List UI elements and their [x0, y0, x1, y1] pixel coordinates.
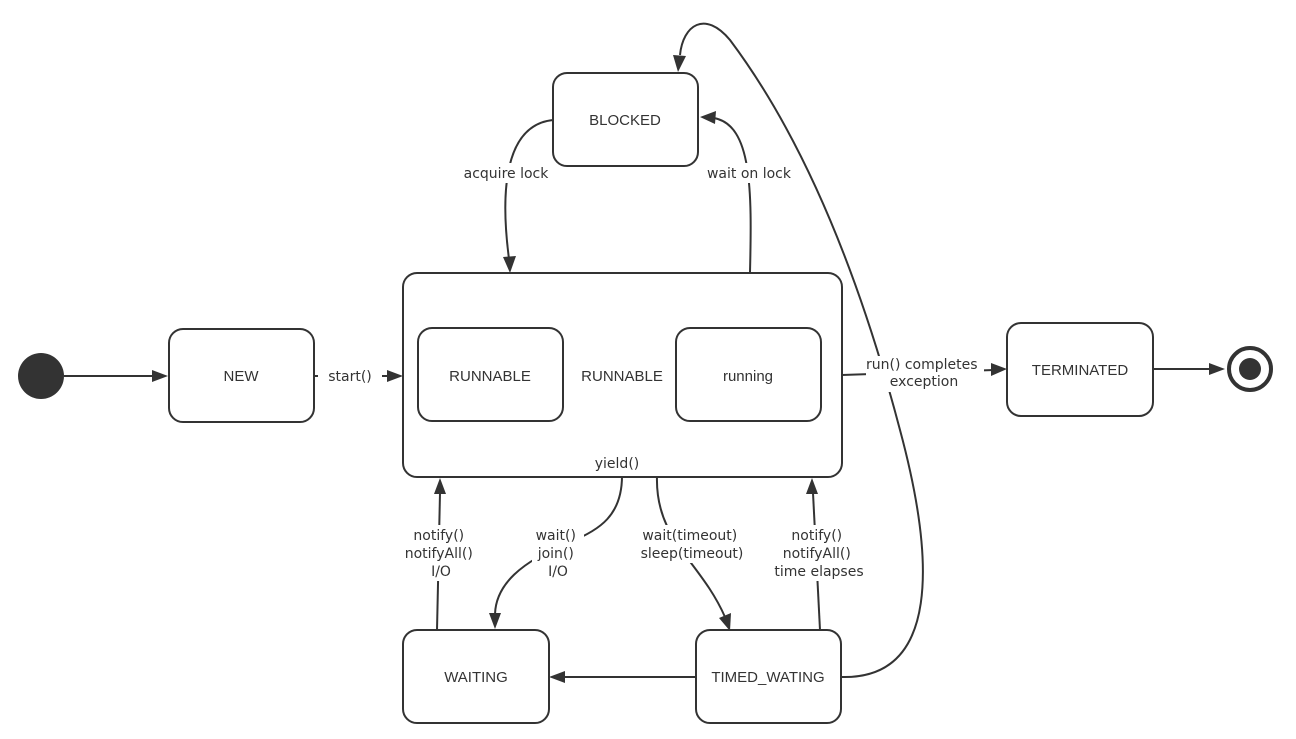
state-runnable-inner: RUNNABLE [417, 327, 564, 422]
state-blocked: BLOCKED [552, 72, 699, 167]
label-runnable-to-waiting-line-2: join() [537, 546, 574, 562]
state-waiting: WAITING [402, 629, 550, 724]
state-new: NEW [168, 328, 315, 423]
state-blocked-label: BLOCKED [589, 112, 661, 129]
label-runnable-to-timed-line-1: wait(timeout) [642, 528, 737, 544]
label-acquire-lock: acquire lock [464, 166, 550, 182]
label-runnable-to-timed: wait(timeout) sleep(timeout) [641, 528, 744, 562]
arrowhead-terminated-to-final [1209, 363, 1225, 375]
arrowhead-start [387, 370, 403, 382]
state-runnable-composite: RUNNABLE [402, 272, 843, 478]
label-waiting-to-runnable-line-3: I/O [431, 564, 451, 580]
state-new-label: NEW [224, 368, 260, 385]
arrowhead-acquire-lock [503, 256, 516, 273]
final-state [1227, 346, 1273, 392]
arrowhead-runnable-to-waiting [489, 613, 501, 629]
arrowhead-runnable-to-timed [719, 613, 731, 631]
initial-state [18, 353, 64, 399]
edge-wait-on-lock [713, 117, 752, 273]
edge-labels: start() acquire lock wait on lock yield(… [318, 163, 984, 581]
arrowhead-initial-to-new [152, 370, 168, 382]
edge-acquire-lock [504, 119, 554, 260]
label-waiting-to-runnable: notify() notifyAll() I/O [405, 528, 478, 580]
label-runnable-to-timed-line-2: sleep(timeout) [641, 546, 744, 562]
label-run-completes-line-2: exception [890, 374, 958, 390]
state-running-label: running [723, 368, 773, 385]
label-runnable-to-waiting: wait() join() I/O [536, 528, 581, 580]
label-waiting-to-runnable-line-2: notifyAll() [405, 546, 473, 562]
label-timed-to-runnable-line-2: notifyAll() [783, 546, 851, 562]
label-start: start() [328, 369, 372, 385]
arrowhead-timed-to-runnable [806, 478, 818, 494]
label-runnable-to-waiting-line-3: I/O [548, 564, 568, 580]
state-running: running [675, 327, 822, 422]
arrowhead-waiting-to-runnable [434, 478, 446, 494]
label-run-completes: run() completes exception [866, 357, 982, 390]
arrowhead-timed-to-waiting [549, 671, 565, 683]
label-run-completes-line-1: run() completes [866, 357, 978, 373]
state-waiting-label: WAITING [444, 669, 508, 686]
arrowhead-timed-to-blocked [673, 55, 686, 72]
state-timed-waiting-label: TIMED_WATING [711, 669, 824, 686]
label-timed-to-runnable-line-3: time elapses [774, 564, 863, 580]
label-runnable-to-waiting-line-1: wait() [536, 528, 576, 544]
arrowhead-run-completes [991, 363, 1007, 376]
state-timed-waiting: TIMED_WATING [695, 629, 842, 724]
label-yield: yield() [595, 456, 640, 472]
state-runnable-composite-label: RUNNABLE [581, 368, 663, 385]
state-terminated: TERMINATED [1006, 322, 1154, 417]
label-waiting-to-runnable-line-1: notify() [413, 528, 464, 544]
state-runnable-inner-label: RUNNABLE [449, 368, 531, 385]
label-timed-to-runnable: notify() notifyAll() time elapses [774, 528, 863, 580]
state-terminated-label: TERMINATED [1032, 362, 1129, 379]
edge-timed-to-blocked [679, 22, 924, 679]
label-wait-on-lock: wait on lock [707, 166, 792, 182]
arrowhead-wait-on-lock [700, 111, 716, 124]
label-timed-to-runnable-line-1: notify() [791, 528, 842, 544]
